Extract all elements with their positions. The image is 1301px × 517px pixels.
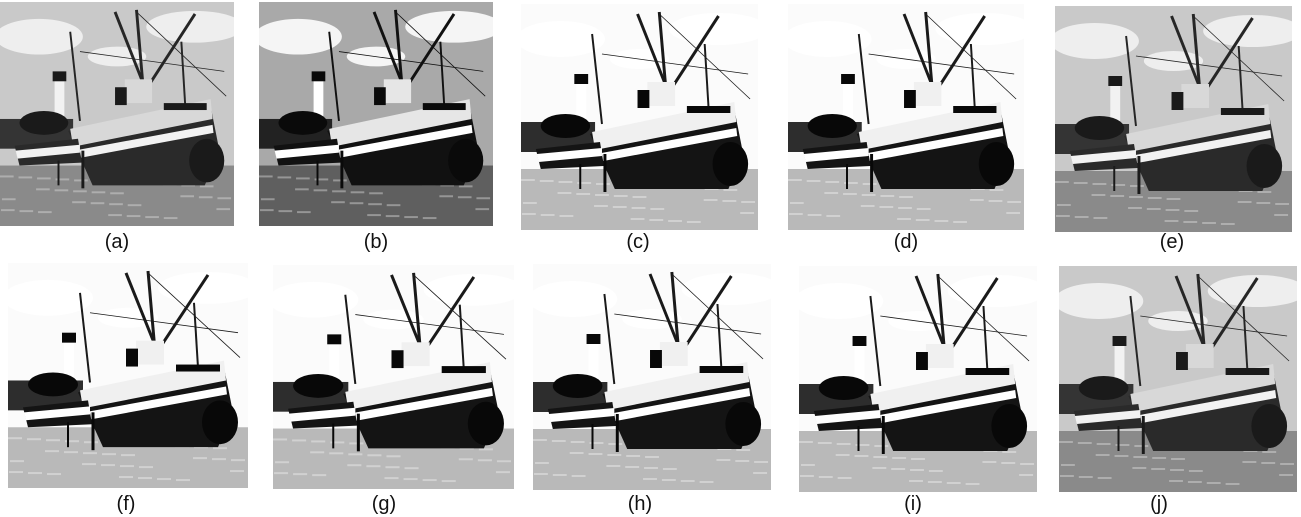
- panel-d-image: [788, 4, 1024, 230]
- panel-f-caption: (f): [116, 493, 136, 515]
- panel-i-image: [799, 266, 1037, 492]
- panel-j-caption: (j): [1150, 493, 1168, 515]
- panel-j-image: [1059, 266, 1297, 492]
- panel-c-image: [521, 4, 758, 230]
- panel-h-image: [533, 264, 771, 490]
- panel-g-image: [273, 265, 514, 489]
- panel-b-image: [259, 2, 493, 226]
- panel-e-image: [1055, 6, 1292, 232]
- panel-a-image: [0, 2, 234, 226]
- panel-i-caption: (i): [904, 493, 922, 515]
- panel-d-caption: (d): [893, 231, 919, 253]
- panel-h-caption: (h): [627, 493, 653, 515]
- panel-b-caption: (b): [363, 231, 389, 253]
- panel-g-caption: (g): [371, 493, 397, 515]
- panel-e-caption: (e): [1159, 231, 1185, 253]
- panel-f-image: [8, 263, 248, 488]
- panel-a-caption: (a): [104, 231, 130, 253]
- panel-c-caption: (c): [626, 231, 650, 253]
